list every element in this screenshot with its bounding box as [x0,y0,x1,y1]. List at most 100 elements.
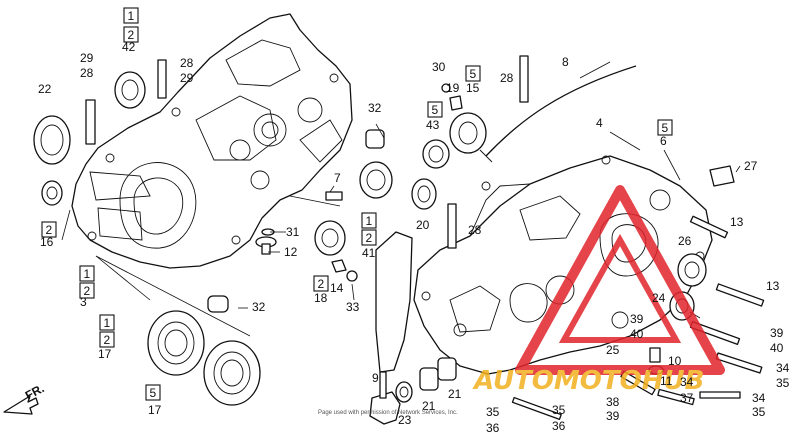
callout-c35c: 35 [486,405,500,419]
boxed-ref-label: 2 [46,223,53,237]
watermark: AUTOMOTOHUB [472,185,725,396]
boxed-ref-frame [145,384,161,401]
boxed-ref-label: 5 [432,103,439,117]
callout-c40a: 40 [630,327,644,341]
callout-c34b: 34 [680,375,694,389]
callout-c41: 41 [362,246,376,260]
callout-c13: 13 [730,215,744,229]
callout-c9: 9 [372,371,379,385]
callout-c29b: 29 [180,71,194,85]
needle-bearing-21b [437,357,457,381]
collar-32b [365,129,385,149]
boxed-ref-frame [99,331,115,348]
drain-bolt-12 [255,236,277,255]
callout-c36a: 36 [486,421,500,435]
crankcase-gasket [375,231,413,373]
oil-seal-23 [395,381,413,403]
boxed-ref-b1d: 1 [361,212,377,229]
callout-c28a: 28 [80,66,94,80]
boxed-ref-b5c: 5 [427,101,443,118]
boxed-ref-b1c: 1 [99,314,115,331]
boxed-ref-frame [99,314,115,331]
boxed-ref-b5d: 5 [657,119,673,136]
dowel-pin-28c [447,203,457,249]
boxed-ref-label: 2 [104,333,111,347]
callout-c19: 19 [446,81,460,95]
callout-c12: 12 [284,245,298,259]
callout-c29a: 29 [80,51,94,65]
callout-c21b: 21 [448,387,462,401]
callout-c11: 11 [660,374,673,388]
boxed-ref-b1b: 1 [79,265,95,282]
plate-19 [449,95,463,111]
callout-c28d: 28 [468,223,482,237]
breather-tube-8 [479,65,637,163]
boxed-ref-label: 5 [150,386,157,400]
shift-arm-9 [369,371,401,425]
callout-c17b: 17 [148,403,162,417]
boxed-ref-frame [123,7,139,24]
bolt-37 [657,388,695,406]
boxed-ref-frame [123,26,139,43]
callout-c13b: 13 [766,279,780,293]
callout-c35b: 35 [752,405,766,419]
boxed-ref-b5b: 5 [465,65,481,82]
bolt-35 [699,391,741,399]
collar-32a [207,295,229,313]
bolt-13a [689,215,729,239]
callout-c39b: 39 [770,326,784,340]
boxed-ref-frame [361,229,377,246]
callout-c28c: 28 [500,71,514,85]
callout-c34a: 34 [776,361,790,375]
boxed-ref-label: 5 [662,121,669,135]
boxed-ref-b2f: 2 [313,275,329,292]
callout-c35a: 35 [776,376,790,390]
oil-seal-22 [33,115,71,165]
bracket-27 [709,165,735,187]
boxed-ref-b2b: 2 [41,221,57,238]
callout-c6: 6 [660,134,667,148]
left-crankcase [71,13,353,269]
boxed-ref-b2c: 2 [79,282,95,299]
callout-c15: 15 [466,81,480,95]
boxed-ref-label: 1 [84,267,91,281]
callout-c43: 43 [426,118,440,132]
boxed-ref-frame [657,119,673,136]
boxed-ref-frame [41,221,57,238]
callout-c31: 31 [286,225,300,239]
dowel-pin-28b [519,55,529,103]
callout-c42: 42 [122,40,136,54]
boxed-ref-label: 5 [470,67,477,81]
callout-c38: 38 [606,395,620,409]
bolt-13b [715,283,765,307]
callout-c16: 16 [40,235,54,249]
callout-c20: 20 [416,218,430,232]
watermark-triangle-inner [558,233,682,343]
callout-c3: 3 [80,295,87,309]
front-direction-arrow [3,395,39,415]
oil-seal-20 [411,178,437,210]
callout-c26: 26 [678,234,692,248]
boxed-ref-b2d: 2 [99,331,115,348]
callout-c33: 33 [346,300,360,314]
callout-layer: 4229282829221631717323231127411814333019… [38,40,790,435]
dowel-pin-28a [85,99,96,145]
callout-c7: 7 [334,171,341,185]
bearing-42 [114,71,146,109]
bearing-43 [422,139,450,169]
bearing-41 [359,161,393,199]
boxed-ref-frame [313,275,329,292]
setting-plate-14 [331,259,347,273]
callout-c34c: 34 [752,391,766,405]
callout-c40b: 40 [770,341,784,355]
watermark-triangle [515,185,725,375]
callout-c25: 25 [606,343,620,357]
boxed-ref-b1a: 1 [123,7,139,24]
bolt-30 [441,83,451,93]
boxed-ref-label: 2 [366,231,373,245]
boxed-ref-b2a: 2 [123,26,139,43]
callout-c14: 14 [330,281,344,295]
stud-bolt-29 [157,59,167,99]
